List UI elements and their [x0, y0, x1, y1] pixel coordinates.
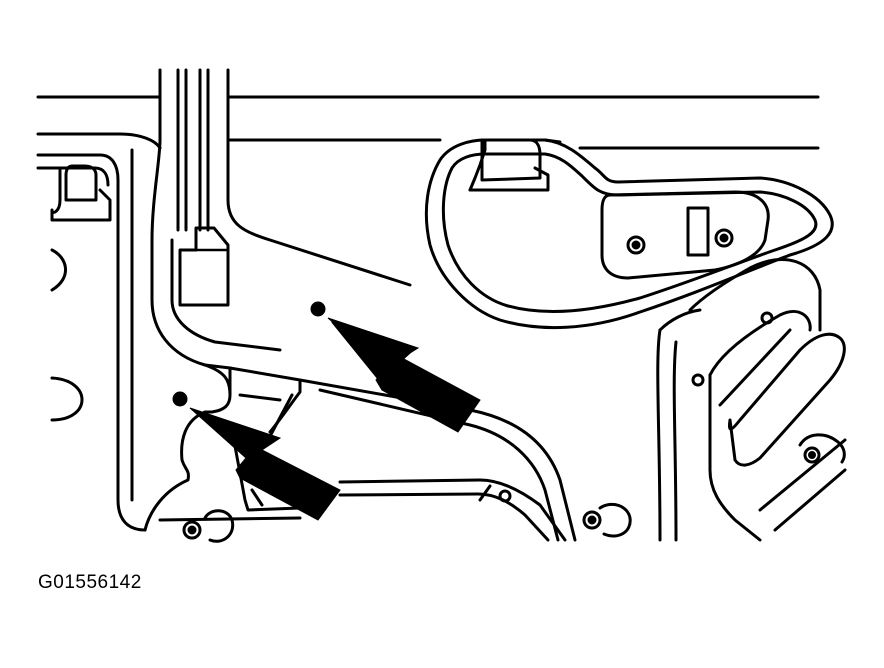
target-point — [310, 301, 326, 317]
lower-frame — [143, 363, 577, 542]
left-panel — [36, 148, 147, 532]
bolt-icon — [182, 509, 235, 543]
arrow-icon — [189, 407, 341, 521]
figure-id-label: G01556142 — [38, 572, 142, 593]
target-point — [172, 391, 188, 407]
latch-plate — [600, 190, 770, 280]
regulator-panel — [656, 258, 847, 542]
bottom-lip — [158, 478, 567, 542]
door-panel-diagram — [36, 68, 847, 543]
door-frame-top — [36, 95, 820, 150]
window-channel — [150, 68, 412, 397]
channel-clip — [178, 226, 230, 307]
access-cover — [424, 138, 834, 330]
arrow-icon — [327, 317, 481, 433]
bolt-icon — [582, 502, 632, 538]
